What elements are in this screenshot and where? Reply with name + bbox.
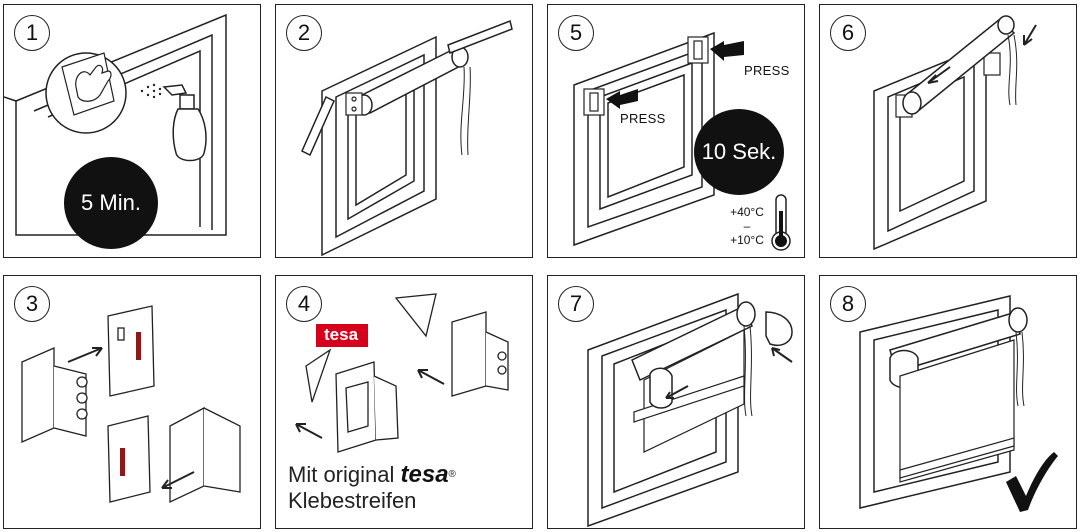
end-cap-illustration — [587, 292, 793, 527]
bracket-left — [345, 92, 363, 116]
temp-separator: – — [743, 219, 751, 233]
step-8-panel: 8 — [819, 275, 1077, 529]
adhesive-strip — [120, 448, 125, 476]
bracket-parts-illustration — [21, 305, 241, 504]
checkmark-icon — [1006, 452, 1058, 512]
blind-fabric — [633, 329, 745, 453]
tesa-caption: Mit original tesa® Klebestreifen — [288, 462, 456, 514]
step-1-panel: 1 5 Min. — [3, 4, 261, 258]
step-4-panel: 4 tesa Mit original tesa® Klebestreifen — [275, 275, 533, 529]
step-number-badge: 3 — [14, 286, 50, 322]
arrow-icon — [927, 24, 1037, 84]
tesa-logo-badge: tesa — [316, 324, 369, 347]
caption-line-2: Klebestreifen — [288, 488, 417, 513]
wait-time-badge: 5 Min. — [64, 157, 158, 249]
step-number-badge: 4 — [286, 286, 322, 322]
roller-tube — [631, 301, 756, 382]
bracket-left — [583, 88, 605, 116]
chain — [1015, 331, 1025, 407]
window-frame-illustration — [4, 13, 227, 236]
step-number-badge: 1 — [14, 15, 50, 51]
finished-blind-illustration — [859, 295, 1058, 512]
arrow-icon — [295, 369, 445, 439]
step-number-badge: 7 — [558, 286, 594, 322]
roller-blind-window-illustration — [301, 19, 513, 256]
step-number-badge: 8 — [830, 286, 866, 322]
roller-attach-illustration — [873, 15, 1037, 251]
roller-tube — [902, 15, 1016, 115]
press-label-left: PRESS — [620, 111, 666, 126]
chain — [460, 66, 471, 156]
arrow-icon — [67, 347, 195, 489]
caption-brand: tesa — [400, 461, 449, 488]
bracket-with-strip — [335, 361, 399, 453]
step-6-panel: 6 — [819, 4, 1077, 258]
bracket-right — [687, 36, 709, 64]
step-2-panel: 2 — [275, 4, 533, 258]
chain — [1007, 34, 1018, 106]
temperature-range: +40°C – +10°C — [724, 205, 770, 247]
step-7-panel: 7 — [547, 275, 805, 529]
protective-film — [305, 293, 437, 403]
tesa-strip-illustration — [295, 293, 509, 453]
step-number-badge: 2 — [286, 15, 322, 51]
blind-fabric — [899, 339, 1015, 483]
bracket-press-illustration — [573, 31, 791, 251]
mounting-plate-bottom — [107, 415, 151, 503]
caption-line-1: Mit original — [288, 462, 395, 487]
temp-low: +10°C — [730, 233, 764, 247]
mounting-plate-top — [107, 305, 155, 397]
spray-mist — [140, 83, 162, 99]
step-5-panel: 5 PRESS PRESS 10 Sek. +40°C – +10°C — [547, 4, 805, 258]
pencil-icon — [301, 19, 513, 157]
step-number-badge: 5 — [558, 15, 594, 51]
hold-time-badge: 10 Sek. — [694, 109, 784, 195]
arrow-icon — [665, 347, 793, 399]
roller-tube — [355, 46, 469, 116]
bracket-open — [169, 406, 241, 504]
adhesive-strip — [136, 332, 141, 360]
arrow-icon — [606, 41, 744, 109]
trademark-mark: ® — [448, 469, 456, 480]
bracket-right — [451, 311, 509, 397]
press-label-right: PRESS — [744, 63, 790, 78]
temp-high: +40°C — [730, 205, 764, 219]
step-3-panel: 3 — [3, 275, 261, 529]
spray-bottle-icon — [162, 84, 207, 162]
bracket-side-view — [21, 347, 88, 443]
chain — [743, 325, 753, 417]
bracket-right — [983, 52, 1001, 76]
step-number-badge: 6 — [830, 15, 866, 51]
hand-wiping-icon — [61, 52, 115, 116]
